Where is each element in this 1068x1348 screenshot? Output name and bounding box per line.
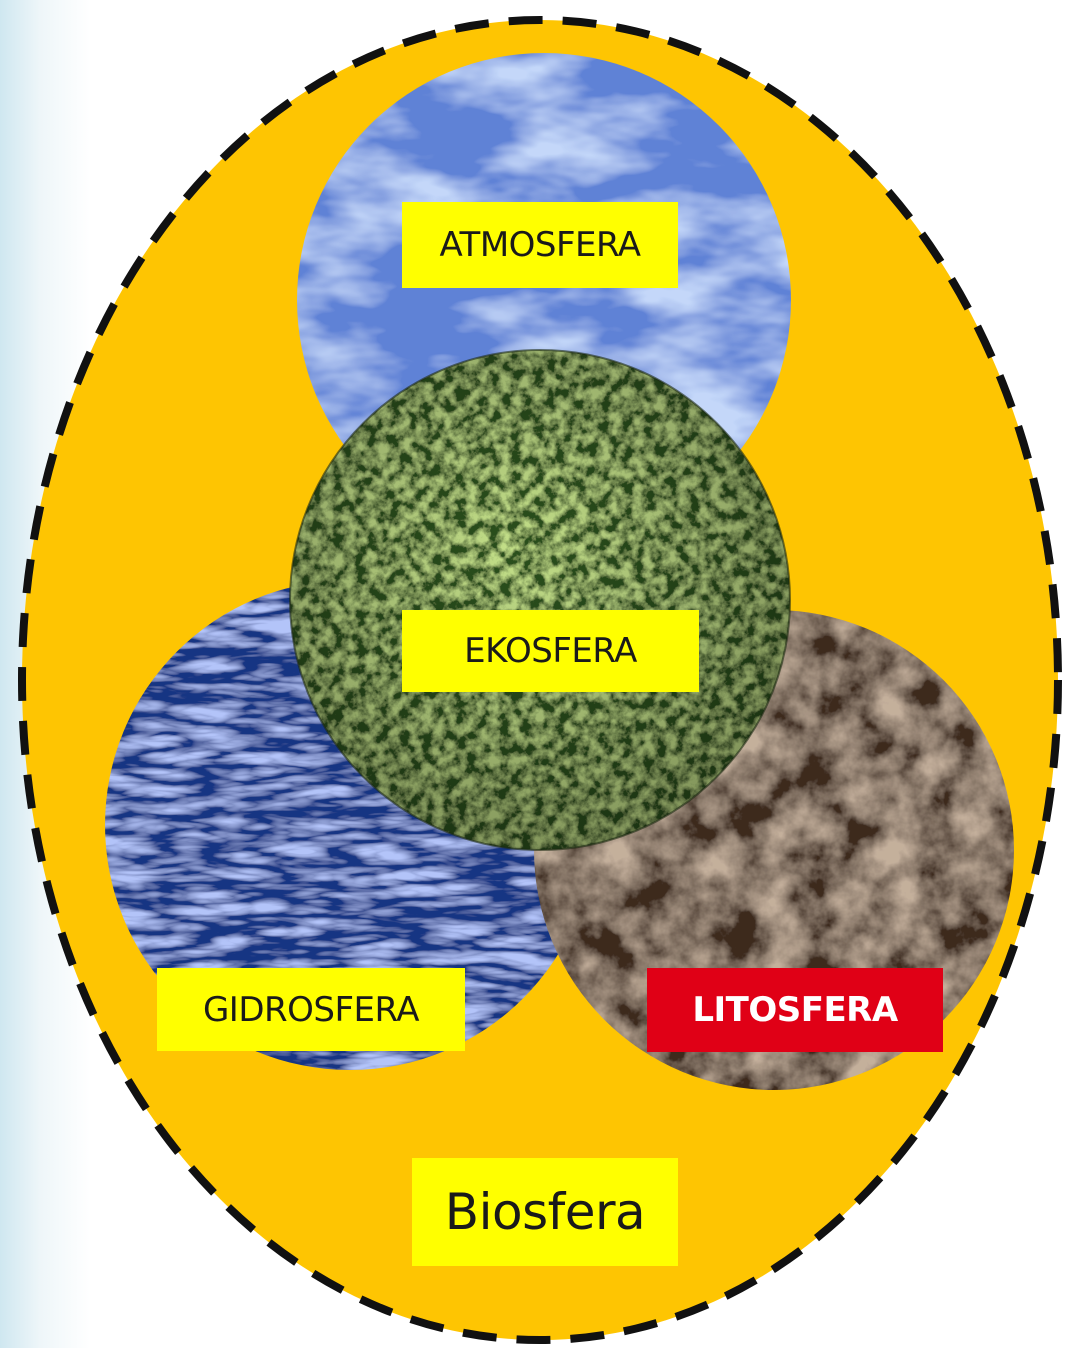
atmosfera-label: ATMOSFERA <box>402 202 678 288</box>
litosfera-label: LITOSFERA <box>647 968 943 1052</box>
ekosfera-label: EKOSFERA <box>402 610 699 692</box>
biosfera-label: Biosfera <box>412 1158 678 1266</box>
gidrosfera-label: GIDROSFERA <box>157 968 465 1051</box>
